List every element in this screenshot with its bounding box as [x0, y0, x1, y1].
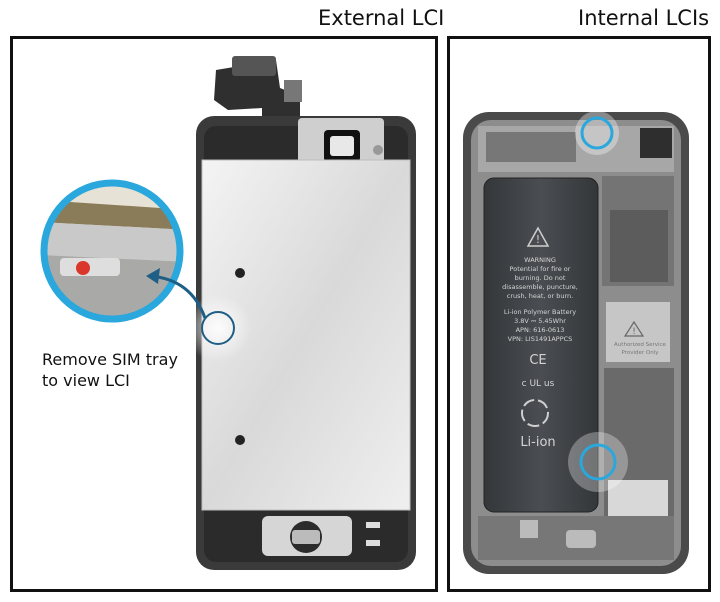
battery-spec-line: Li-ion Polymer Battery [504, 308, 576, 316]
arrow-head [146, 268, 160, 284]
battery-spec-line: 3.8V ⎓ 5.45Whr [514, 317, 566, 325]
sim-lci-ring [201, 311, 235, 345]
external-lci-title: External LCI [318, 6, 445, 30]
battery-warning-title: WARNING [524, 256, 556, 264]
battery-warning-line: burning. Do not [515, 274, 566, 282]
battery-spec-line: VPN: LIS1491APPCS [508, 335, 573, 343]
callout-line-1: Remove SIM tray [42, 350, 178, 369]
sim-callout-text: Remove SIM tray to view LCI [42, 349, 178, 391]
shield-label-line: Authorized Service [614, 342, 666, 348]
li-ion-label: Li-ion [520, 435, 555, 450]
callout-line-2: to view LCI [42, 371, 130, 390]
ul-mark: c UL us [522, 379, 555, 389]
sim-highlight-glow [184, 294, 252, 362]
internal-lci-ring-top [580, 116, 614, 150]
sim-zoom-bubble [40, 179, 184, 323]
battery-warning-line: Potential for fire or [510, 265, 571, 273]
battery-spec-line: APN: 616-0613 [516, 326, 565, 334]
ce-mark: CE [529, 353, 546, 368]
front-assembly [196, 56, 416, 570]
rear-case: ! ! [463, 112, 689, 574]
battery-warning-line: crush, heat, or burn. [507, 292, 574, 300]
internal-lcis-title: Internal LCIs [578, 6, 710, 30]
internal-lci-glow-bottom [568, 432, 628, 492]
shield-label-line: Provider Only [622, 350, 660, 356]
internal-lci-ring-bottom [579, 443, 617, 481]
svg-text:!: ! [536, 233, 540, 246]
svg-text:!: ! [632, 327, 636, 337]
battery-warning-line: disassemble, puncture, [502, 283, 578, 291]
